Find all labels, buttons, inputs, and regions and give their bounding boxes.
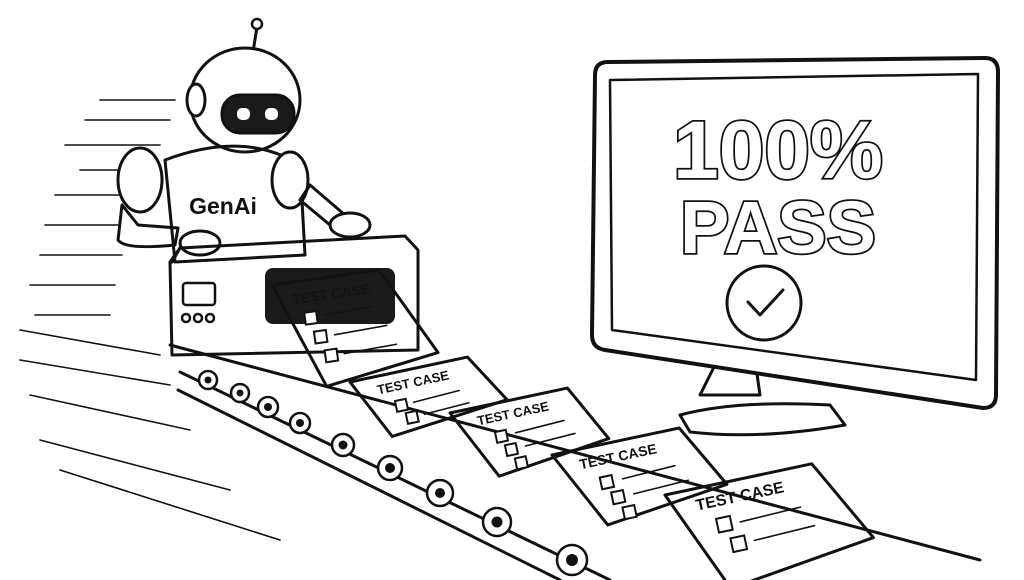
checkbox-checked-icon [303, 309, 319, 326]
conveyor-belt [19, 329, 982, 580]
robot-hand [178, 229, 222, 257]
monitor-line-2: PASS [680, 186, 876, 269]
checkbox-checked-icon [312, 328, 329, 345]
monitor: 100% PASS [590, 56, 1000, 437]
robot-chest-label: GenAi [189, 193, 257, 219]
printer-display [181, 281, 217, 307]
checkbox-checked-icon [513, 455, 530, 471]
checkbox-checked-icon [714, 514, 734, 534]
checkbox-checked-icon [729, 534, 749, 554]
robot-eye [265, 108, 278, 120]
checkbox-checked-icon [503, 441, 520, 458]
test-case-paper: TEST CASE [550, 426, 729, 527]
checkbox-checked-icon [404, 409, 420, 426]
test-case-papers: TEST CASE TEST CASE TEST CASE [270, 268, 875, 580]
checkbox-checked-icon [609, 488, 627, 506]
printer-button [192, 312, 204, 324]
printer-button [180, 312, 192, 324]
checkbox-checked-icon [621, 503, 638, 521]
checkmark-circle-icon [725, 264, 803, 342]
monitor-line-1: 100% [673, 105, 883, 196]
robot-eye [237, 108, 250, 120]
test-case-paper: TEST CASE [270, 268, 440, 388]
robot-visor [220, 93, 296, 135]
robot-hand [328, 211, 372, 239]
motion-lines [29, 99, 176, 316]
robot-ear [185, 82, 207, 118]
checkbox-checked-icon [393, 397, 410, 414]
robot: GenAi [116, 17, 372, 264]
checkbox-checked-icon [323, 347, 340, 364]
test-case-paper: TEST CASE [663, 462, 875, 580]
svg-text:TEST CASE: TEST CASE [376, 367, 451, 397]
svg-text:TEST CASE: TEST CASE [476, 398, 551, 428]
checkbox-checked-icon [598, 473, 616, 491]
checkbox-checked-icon [493, 428, 510, 445]
printer-button [204, 312, 216, 324]
belt-rollers [197, 369, 589, 577]
